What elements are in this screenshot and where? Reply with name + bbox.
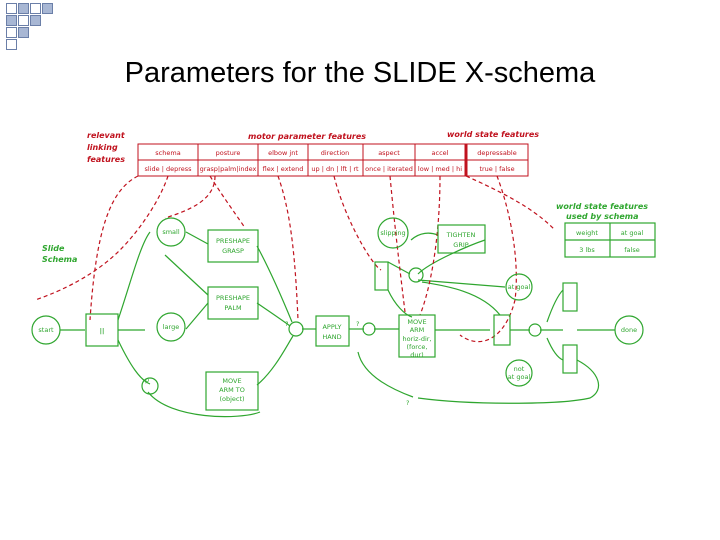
preshape-grasp-line2: GRASP <box>222 247 244 255</box>
table-value-direction: up | dn | lft | rt <box>311 165 359 173</box>
place-large: large <box>156 312 186 342</box>
ws-used-label-line2: used by schema <box>566 212 638 221</box>
apply-hand-line1: APPLY <box>322 323 341 331</box>
large-label: large <box>163 323 179 331</box>
move-arm-line1: MOVE <box>407 318 426 326</box>
transition-goal-check <box>493 314 511 346</box>
q1-label: ? <box>285 320 288 328</box>
table-header-elbow: elbow jnt <box>268 149 298 157</box>
table-value-accel: low | med | hi <box>418 165 462 173</box>
apply-hand-line2: HAND <box>322 333 341 341</box>
preshape-palm-line1: PRESHAPE <box>216 294 250 302</box>
transition-preshape-grasp: PRESHAPE GRASP <box>207 229 259 263</box>
place-start: start <box>31 315 61 345</box>
move-arm-line2: ARM <box>410 326 425 334</box>
move-arm-to-line2: ARM TO <box>219 386 245 394</box>
transition-move-arm-to: MOVE ARM TO (object) <box>205 371 259 411</box>
table-header-aspect: aspect <box>378 149 400 157</box>
ws-header-weight: weight <box>576 229 598 237</box>
place-slipping: slipping <box>377 217 409 249</box>
slide-schema-label-line1: Slide <box>42 244 65 253</box>
transition-tighten-grip: TIGHTEN GRIP <box>437 224 486 254</box>
table-header-direction: direction <box>321 149 350 157</box>
table-value-elbow: flex | extend <box>263 165 304 173</box>
place-p: p <box>141 376 159 395</box>
transition-not-at-goal <box>562 344 578 374</box>
parameter-table: schema posture elbow jnt direction aspec… <box>137 143 529 177</box>
place-merge: ? <box>285 320 304 337</box>
table-value-depressable: true | false <box>479 165 514 173</box>
ws-value-at-goal: false <box>624 246 639 254</box>
ws-used-label-line1: world state features <box>556 202 648 211</box>
split-label: || <box>100 327 105 336</box>
table-header-schema: schema <box>155 149 180 157</box>
place-at-goal: at goal <box>505 273 533 301</box>
ws-header-at-goal: at goal <box>621 229 644 237</box>
place-done: done <box>614 315 644 345</box>
transition-split: || <box>85 313 119 347</box>
done-label: done <box>621 326 637 334</box>
transition-preshape-palm: PRESHAPE PALM <box>207 286 259 320</box>
place-small: small <box>156 217 186 247</box>
table-header-posture: posture <box>216 149 241 157</box>
table-header-depressable: depressable <box>477 149 516 157</box>
tighten-grip-line1: TIGHTEN <box>446 231 476 239</box>
preshape-palm-line2: PALM <box>224 304 241 312</box>
transition-at-goal <box>562 282 578 312</box>
at-goal-label: at goal <box>508 283 531 291</box>
table-value-aspect: once | iterated <box>365 165 413 173</box>
petri-net-arcs <box>60 231 615 418</box>
transition-apply-hand: APPLY HAND <box>315 315 350 347</box>
tighten-grip-line2: GRIP <box>453 241 468 249</box>
move-arm-line5: dur) <box>410 351 423 359</box>
q3-label: ? <box>406 399 409 407</box>
place-mid <box>408 267 424 283</box>
table-header-accel: accel <box>432 149 449 157</box>
relevant-label-line3: features <box>87 155 125 164</box>
move-arm-to-line1: MOVE <box>222 377 241 385</box>
world-state-table: weight at goal 3 lbs false <box>564 222 656 258</box>
move-arm-line3: horiz-dir, <box>402 335 431 343</box>
q2-label: ? <box>356 320 359 328</box>
move-arm-to-line3: (object) <box>219 395 244 403</box>
not-at-goal-label: at goal <box>508 373 531 381</box>
world-state-label: world state features <box>447 130 539 139</box>
relevant-label-line2: linking <box>87 143 118 152</box>
table-value-schema: slide | depress <box>145 165 193 173</box>
place-after-apply: ? <box>356 320 376 336</box>
linking-arcs <box>34 175 556 343</box>
move-arm-line4: (force, <box>407 343 428 351</box>
slipping-label: slipping <box>380 229 405 237</box>
transition-move-arm: MOVE ARM horiz-dir, (force, dur) <box>398 314 436 359</box>
motor-parameter-label: motor parameter features <box>248 132 366 141</box>
p-mark-label: p <box>145 376 149 384</box>
slide-title: Parameters for the SLIDE X-schema <box>124 57 596 89</box>
preshape-grasp-line1: PRESHAPE <box>216 237 250 245</box>
table-value-posture: grasp|palm|index <box>200 165 257 173</box>
small-label: small <box>162 228 180 236</box>
transition-slip-check <box>374 261 389 291</box>
place-not-at-goal: not at goal <box>505 359 533 387</box>
not-label: not <box>514 365 525 373</box>
place-after-move <box>528 323 542 337</box>
slide-schema-label-line2: Schema <box>42 255 77 264</box>
relevant-label-line1: relevant <box>87 131 126 140</box>
start-label: start <box>38 326 54 334</box>
ws-value-weight: 3 lbs <box>579 246 595 254</box>
